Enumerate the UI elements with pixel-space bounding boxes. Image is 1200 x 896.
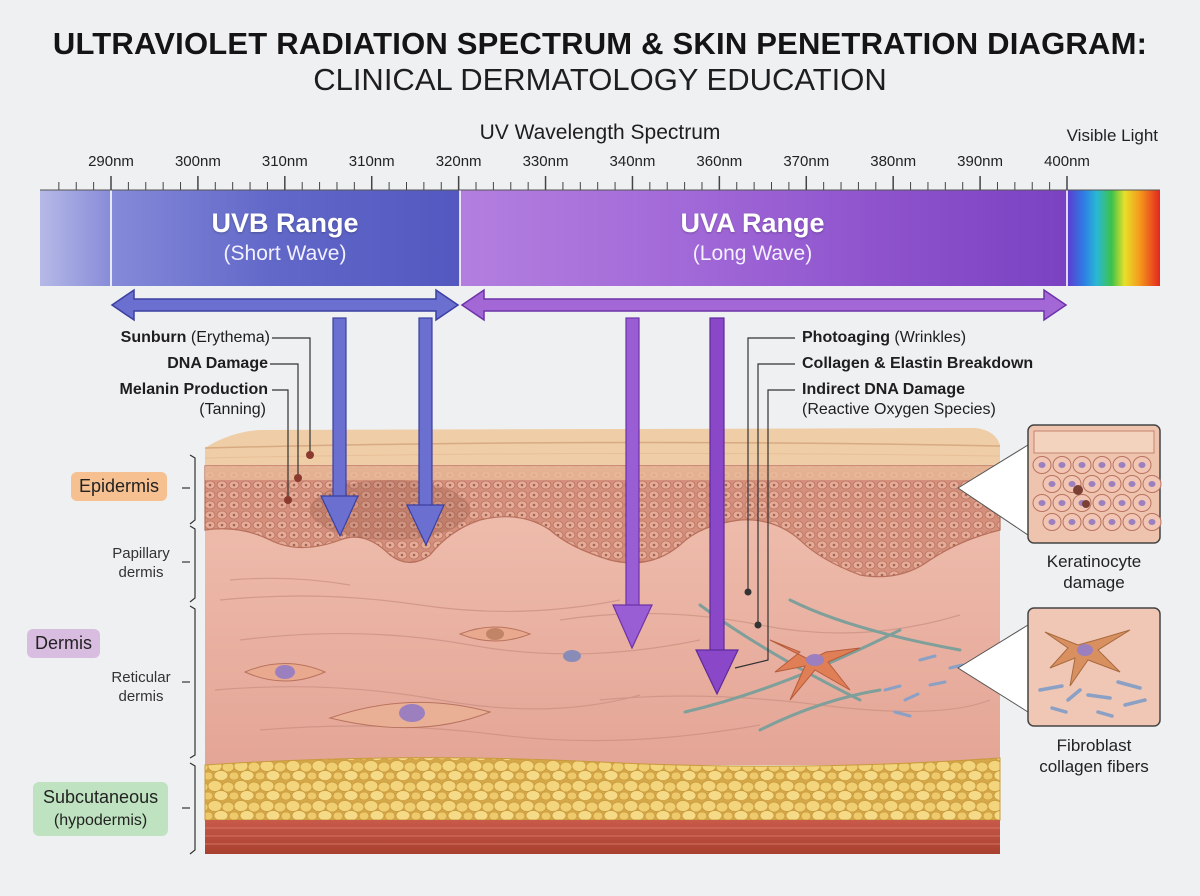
tanning-label: (Tanning) [199, 401, 266, 418]
keratinocyte-nucleus [1048, 519, 1056, 525]
uvb-penetration-arrow [406, 317, 445, 547]
keratinocyte-nucleus [1078, 462, 1086, 468]
main-subtitle: CLINICAL DERMATOLOGY EDUCATION [313, 62, 887, 97]
uvb-range-arrow [110, 288, 460, 322]
uva-penetration-arrow [695, 317, 739, 696]
keratinocyte-nucleus [1058, 500, 1066, 506]
uvb-range-title: UVB Range [211, 208, 359, 238]
spectrum-ruler [40, 176, 1160, 191]
keratinocyte-nucleus [1098, 462, 1106, 468]
main-title: ULTRAVIOLET RADIATION SPECTRUM & SKIN PE… [52, 26, 1148, 61]
keratinocyte-nucleus [1108, 481, 1116, 487]
keratinocyte-nucleus [1128, 519, 1136, 525]
keratinocyte-nucleus [1148, 481, 1156, 487]
keratinocyte-nucleus [1108, 519, 1116, 525]
keratinocyte-nucleus [1128, 481, 1136, 487]
epidermis-label: Epidermis [71, 472, 168, 501]
keratinocyte-nucleus [1068, 481, 1076, 487]
keratinocyte-cells [1032, 456, 1162, 531]
visible-light-band [1067, 190, 1160, 286]
sunburn-label: Sunburn (Erythema) [120, 329, 270, 346]
tick-label: 300nm [174, 153, 221, 170]
reactive-oxygen-label: (Reactive Oxygen Species) [802, 401, 996, 418]
melanin-production-label: Melanin Production [119, 381, 268, 398]
uva-range-subtitle: (Long Wave) [692, 242, 813, 265]
keratinocyte-nucleus [1038, 500, 1046, 506]
keratinocyte-nucleus [1118, 462, 1126, 468]
uva-range-title: UVA Range [680, 208, 825, 238]
collagen-breakdown-label: Collagen & Elastin Breakdown [802, 355, 1034, 372]
visible-light-label: Visible Light [1066, 126, 1158, 145]
keratinocyte-nucleus [1148, 519, 1156, 525]
photoaging-label: Photoaging (Wrinkles) [802, 329, 967, 346]
keratinocyte-nucleus [1038, 462, 1046, 468]
dermis-label: Dermis [27, 629, 100, 658]
uva-penetration-arrow [612, 317, 653, 650]
keratinocyte-nucleus [1058, 462, 1066, 468]
keratinocyte-nucleus [1098, 500, 1106, 506]
keratinocyte-nucleus [1138, 500, 1146, 506]
indirect-dna-damage-label: Indirect DNA Damage [802, 381, 965, 398]
tick-label: 360nm [696, 153, 743, 170]
band-divider [459, 190, 461, 286]
keratinocyte-nucleus [1138, 462, 1146, 468]
spectrum-title: UV Wavelength Spectrum [479, 121, 721, 144]
keratinocyte-nucleus [1088, 481, 1096, 487]
tick-label: 290nm [88, 153, 134, 170]
tick-label: 310nm [348, 153, 395, 170]
uva-band [460, 190, 1067, 286]
fibroblast-cells [243, 626, 581, 729]
uva-range-arrow [460, 288, 1068, 322]
keratinocyte-nucleus [1048, 481, 1056, 487]
subcutaneous-label: Subcutaneous(hypodermis) [33, 782, 169, 836]
tick-label: 390nm [957, 153, 1004, 170]
tick-label: 400nm [1044, 153, 1090, 170]
band-divider [1066, 190, 1068, 286]
tick-label: 340nm [609, 153, 656, 170]
tick-label: 310nm [261, 153, 308, 170]
tick-label: 330nm [522, 153, 569, 170]
uvb-range-subtitle: (Short Wave) [223, 242, 347, 265]
keratinocyte-nucleus [1088, 519, 1096, 525]
tick-label: 380nm [870, 153, 917, 170]
tick-label: 320nm [435, 153, 482, 170]
keratinocyte-nucleus [1068, 519, 1076, 525]
keratinocyte-nucleus [1118, 500, 1126, 506]
band-divider [110, 190, 112, 286]
uvb-penetration-arrow [320, 317, 359, 538]
tick-label: 370nm [783, 153, 830, 170]
dna-damage-label: DNA Damage [167, 355, 268, 372]
